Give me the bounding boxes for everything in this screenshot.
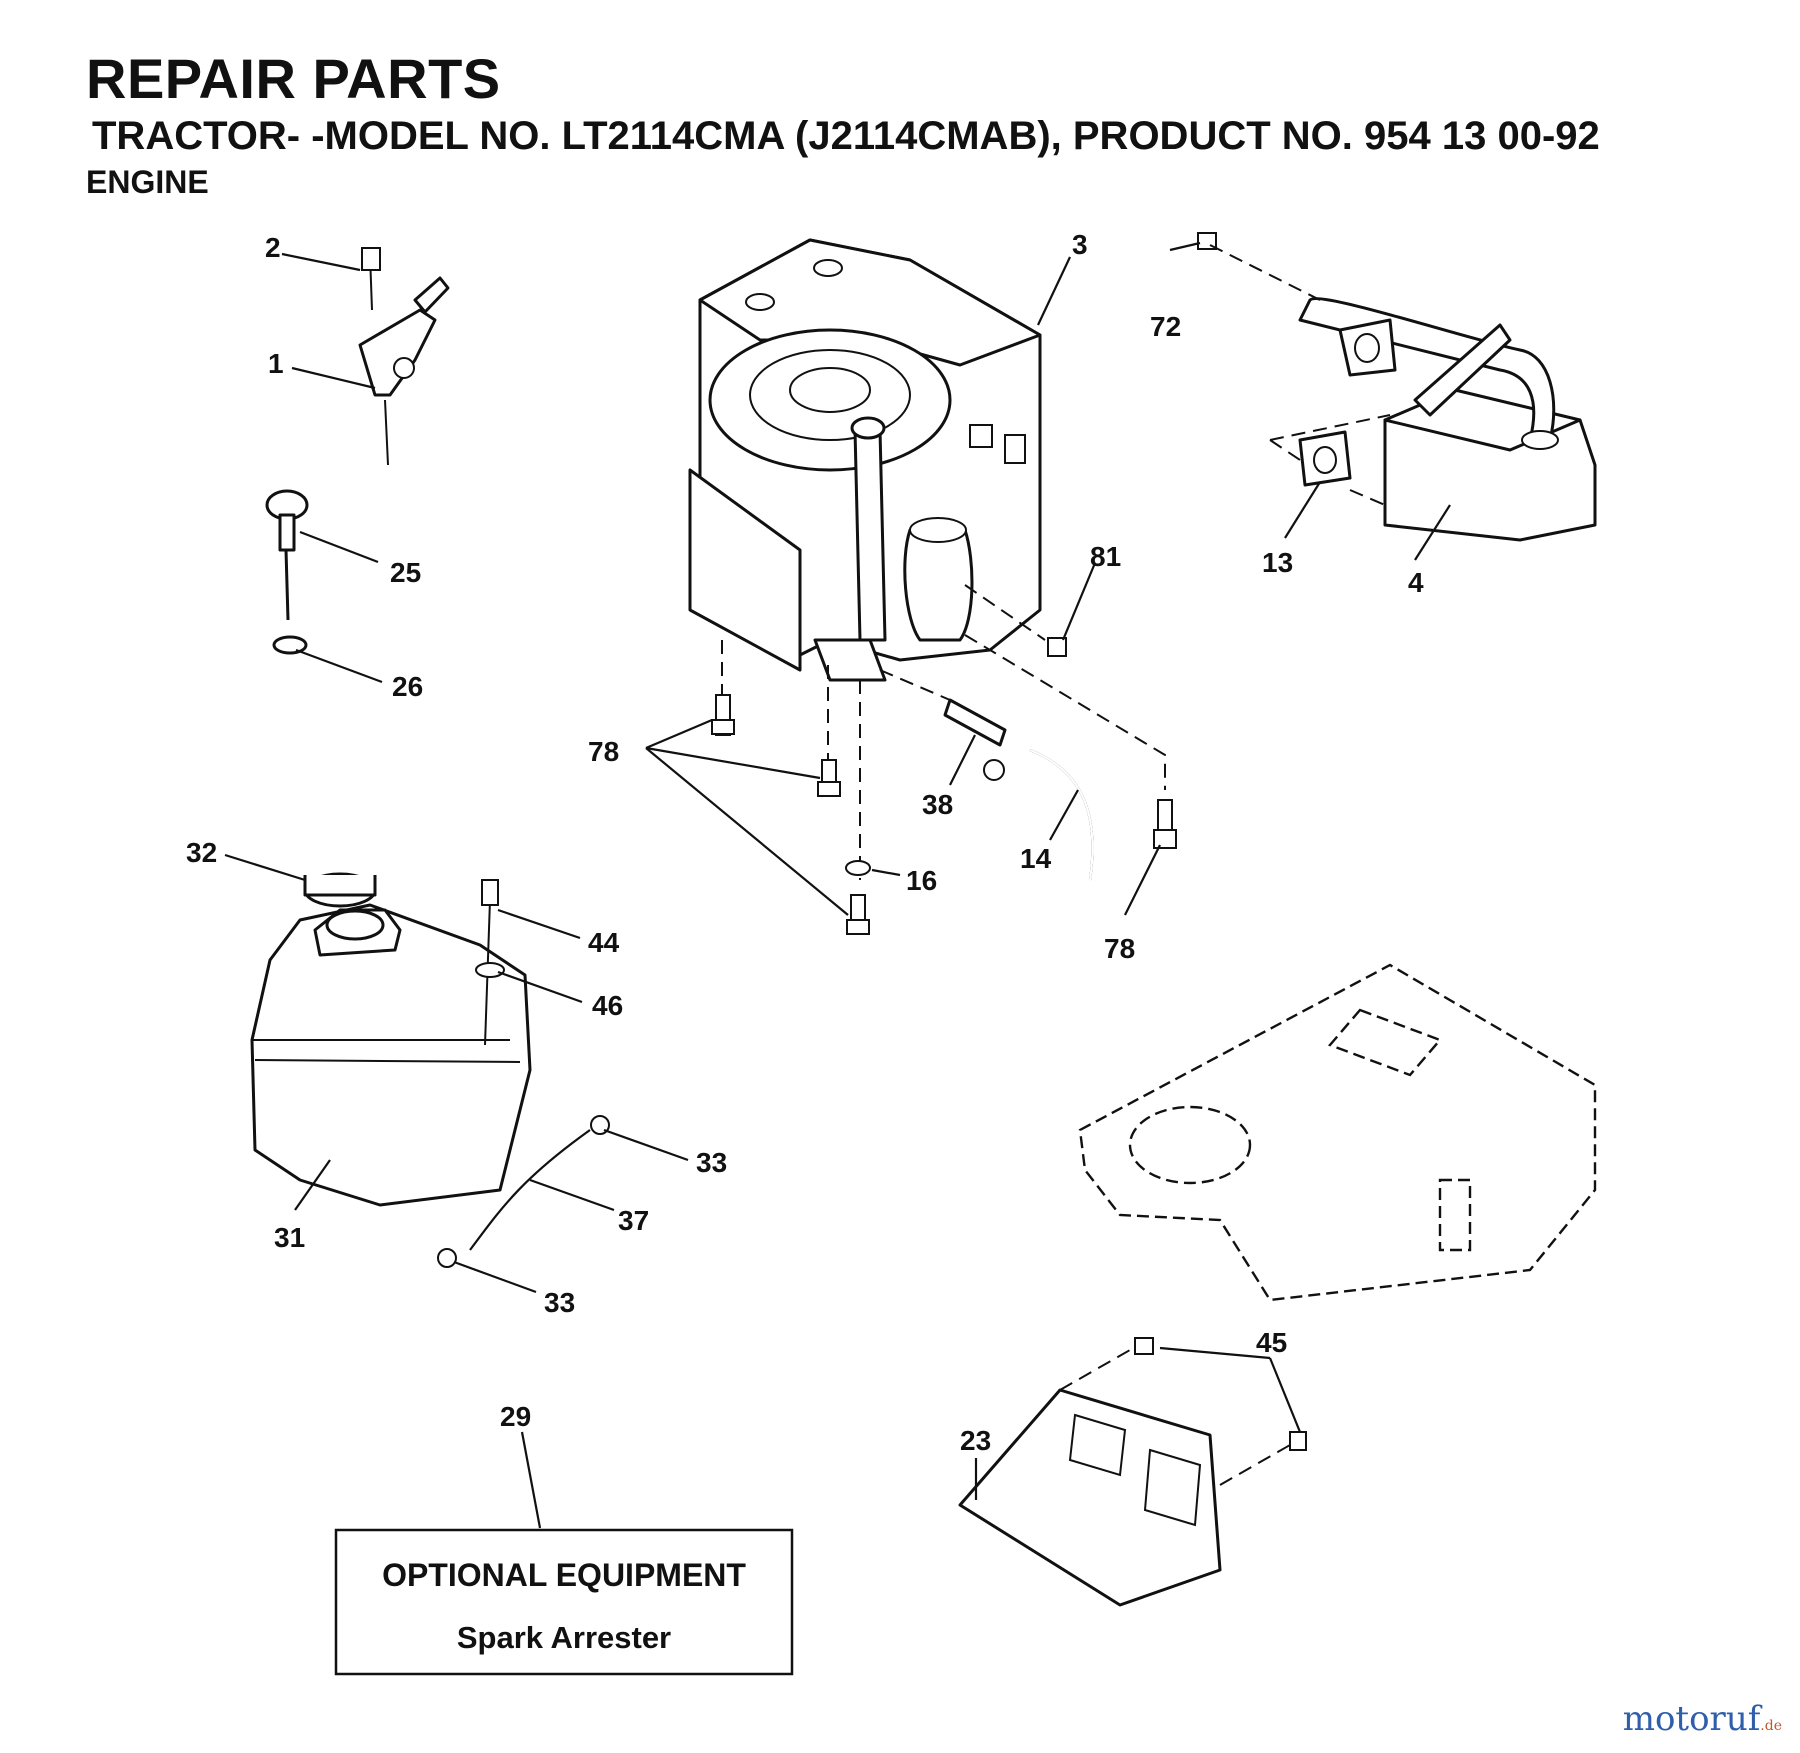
callout-45: 45 [1256, 1327, 1287, 1358]
fuel-tank-drawing [250, 872, 610, 1268]
dipstick-drawing [265, 489, 309, 655]
callout-33-lower: 33 [544, 1287, 575, 1318]
callout-29: 29 [500, 1401, 531, 1432]
callout-23: 23 [960, 1425, 991, 1456]
callout-31: 31 [274, 1222, 305, 1253]
callout-46: 46 [592, 990, 623, 1021]
engine-shield-drawing [958, 1337, 1307, 1607]
callout-14: 14 [1020, 843, 1052, 874]
model-subtitle: TRACTOR- -MODEL NO. LT2114CMA (J2114CMAB… [92, 114, 1600, 158]
callout-26: 26 [392, 671, 423, 702]
frame-drawing [1078, 963, 1597, 1302]
bolts [711, 637, 1177, 935]
callout-32: 32 [186, 837, 217, 868]
leader-lines [224, 241, 1451, 1529]
callout-labels: 2 1 3 72 13 4 81 25 26 78 38 14 16 78 32… [186, 229, 1424, 1456]
muffler-drawing [1197, 232, 1597, 542]
fuel-line-drawing [943, 698, 1094, 881]
callout-4: 4 [1408, 567, 1424, 598]
optional-equipment-heading: OPTIONAL EQUIPMENT [382, 1557, 746, 1593]
callout-78-right: 78 [1104, 933, 1135, 964]
watermark-logo: motoruf.de [1622, 1699, 1782, 1739]
assembly-lines [721, 244, 1391, 1486]
callout-16: 16 [906, 865, 937, 896]
callout-78-left: 78 [588, 736, 619, 767]
callout-81: 81 [1090, 541, 1121, 572]
throttle-control-drawing [358, 247, 450, 466]
callout-13: 13 [1262, 547, 1293, 578]
optional-equipment-box: OPTIONAL EQUIPMENT Spark Arrester [334, 1528, 794, 1676]
optional-equipment-item: Spark Arrester [457, 1620, 671, 1655]
callout-44: 44 [588, 927, 620, 958]
page-title: REPAIR PARTS [86, 47, 501, 110]
callout-72: 72 [1150, 311, 1181, 342]
callout-33-upper: 33 [696, 1147, 727, 1178]
callout-25: 25 [390, 557, 421, 588]
callout-37: 37 [618, 1205, 649, 1236]
callout-1: 1 [268, 348, 284, 379]
section-title: ENGINE [86, 164, 209, 200]
callout-2: 2 [265, 232, 281, 263]
callout-3: 3 [1072, 229, 1088, 260]
callout-38: 38 [922, 789, 953, 820]
engine-drawing [688, 238, 1042, 682]
